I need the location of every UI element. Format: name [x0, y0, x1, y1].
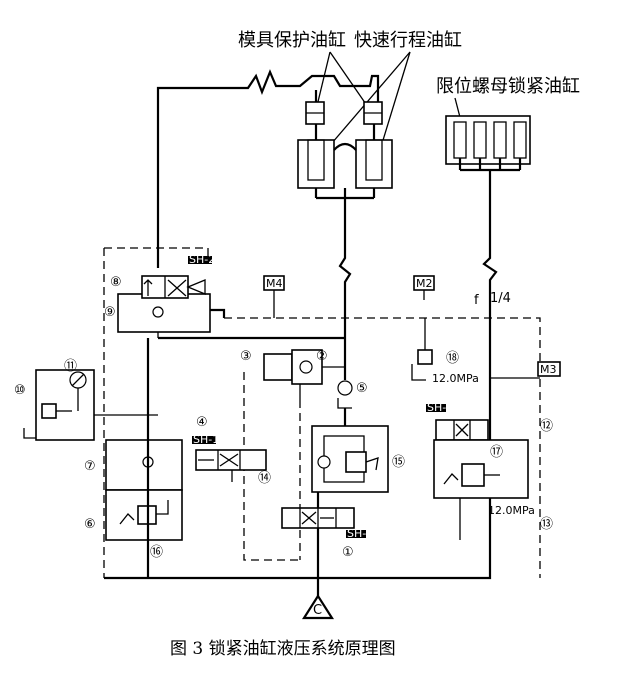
label-nut-lock-cylinder: 限位螺母锁紧油缸	[436, 75, 580, 97]
valve-6-7[interactable]	[105, 338, 183, 578]
check-valve-5[interactable]	[337, 380, 353, 409]
manifold-block	[103, 247, 541, 578]
component-label-5: ⑤	[356, 381, 368, 396]
tank-symbol-label: C	[313, 603, 322, 618]
nut-lock-cylinders	[445, 115, 531, 172]
fast-stroke-cylinders	[297, 124, 393, 200]
component-label-6: ⑥	[84, 517, 96, 532]
component-label-14: ⑭	[258, 471, 271, 486]
component-label-10: ⑩	[14, 383, 26, 398]
component-label-9: ⑨	[104, 305, 116, 320]
figure-caption: 图 3 锁紧油缸液压系统原理图	[170, 638, 396, 659]
port-tag-m2: M2	[416, 277, 433, 290]
tank-triangle	[301, 593, 335, 620]
component-label-3: ③	[240, 349, 252, 364]
vertical-pipes	[104, 170, 498, 580]
gauge-valve-10-11[interactable]	[23, 369, 158, 441]
valve-15[interactable]	[311, 408, 389, 493]
component-label-15: ⑮	[392, 455, 405, 470]
component-label-17: ⑰	[490, 445, 503, 460]
pressure-label-b: 12.0MPa	[488, 504, 535, 517]
gauge-18[interactable]	[411, 318, 433, 381]
top-pipe	[156, 69, 380, 268]
component-label-16: ⑯	[150, 545, 163, 560]
component-label-11: ⑪	[64, 359, 77, 374]
valve-2-3[interactable]	[263, 349, 345, 400]
port-tag-m3: M3	[540, 363, 557, 376]
tag-valve-8: SH-2V	[189, 253, 223, 266]
valve-8-9[interactable]	[117, 256, 212, 338]
label-fast-stroke-cylinder: 快速行程油缸	[354, 29, 462, 51]
tag-valve-4: SH-1	[193, 433, 219, 446]
component-label-13: ⑬	[540, 517, 553, 532]
port-tags	[263, 275, 561, 379]
pressure-label-a: 12.0MPa	[432, 372, 479, 385]
port-tag-m4: M4	[266, 277, 283, 290]
pipe-valve8-right	[210, 308, 226, 318]
component-label-2: ②	[316, 349, 328, 364]
component-label-8: ⑧	[110, 275, 122, 290]
mold-protect-cylinders	[305, 101, 383, 125]
component-label-1: ①	[342, 545, 354, 560]
tag-valve-12: SH-3	[427, 401, 453, 414]
label-pointers	[315, 51, 463, 151]
fraction-label: 1/4	[490, 291, 511, 306]
tag-valve-1: SH-2	[347, 527, 373, 540]
component-label-18: ⑱	[446, 351, 459, 366]
component-label-4: ④	[196, 415, 208, 430]
label-mold-protect-cylinder: 模具保护油缸	[238, 29, 346, 51]
valve-1[interactable]	[281, 492, 366, 596]
valve-12-17[interactable]	[426, 404, 529, 540]
component-label-7: ⑦	[84, 459, 96, 474]
component-label-12: ⑫	[540, 419, 553, 434]
f-mark: f	[474, 293, 479, 308]
valve-4-14[interactable]	[192, 436, 267, 482]
